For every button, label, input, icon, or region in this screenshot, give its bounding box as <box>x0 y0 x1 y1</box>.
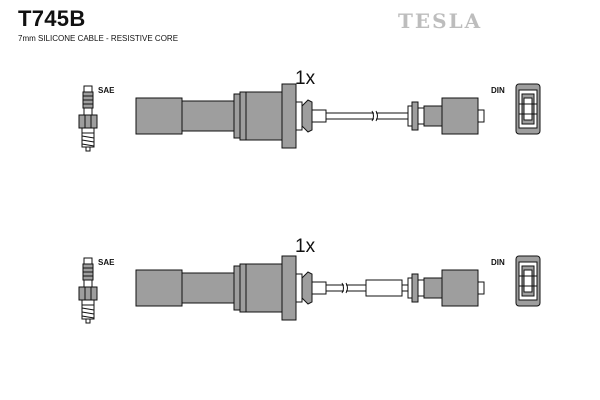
din-connector-icon <box>515 255 541 307</box>
ignition-cable <box>135 83 485 149</box>
din-connector-icon <box>515 83 541 135</box>
cable-row-2: SAE 1x DIN <box>78 236 541 324</box>
ignition-cable <box>135 255 485 321</box>
spark-plug-icon <box>78 85 98 152</box>
product-code: T745B <box>18 6 86 31</box>
cable-spec: 7mm SILICONE CABLE - RESISTIVE CORE <box>18 34 179 43</box>
din-label: DIN <box>491 258 505 267</box>
spark-plug-icon <box>78 257 98 324</box>
quantity-label: 1x <box>295 68 316 89</box>
sae-label: SAE <box>98 86 115 95</box>
sae-label: SAE <box>98 258 115 267</box>
din-label: DIN <box>491 86 505 95</box>
quantity-label: 1x <box>295 236 316 257</box>
brand-logo: TESLA <box>398 9 483 33</box>
cable-row-1: SAE 1x DIN <box>78 68 541 152</box>
